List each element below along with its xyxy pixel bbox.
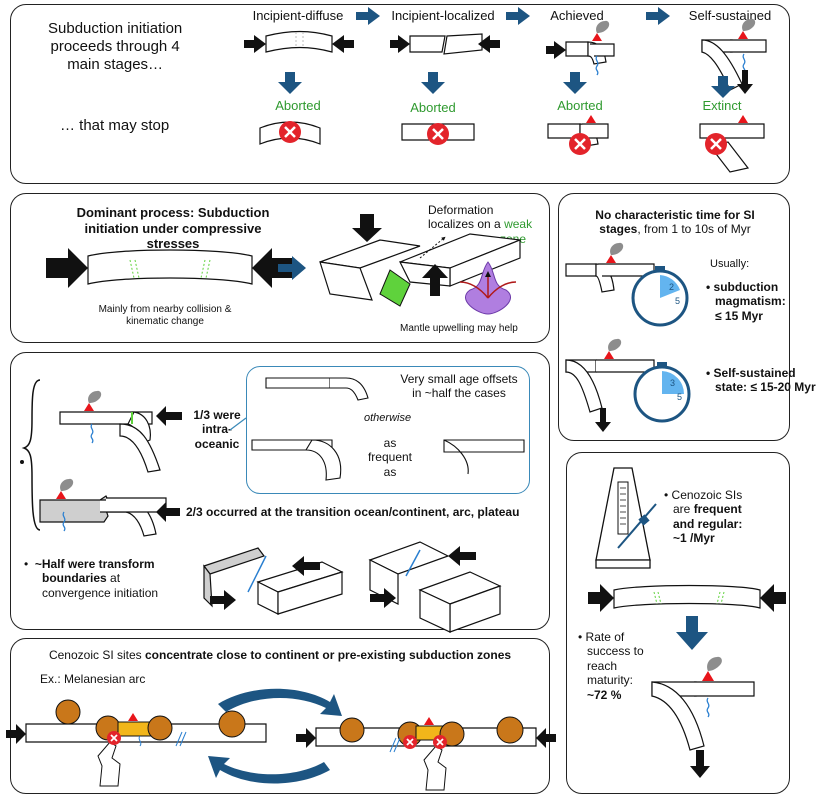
stopwatch-icon (631, 266, 689, 327)
transform-block-2 (368, 541, 502, 633)
transition-text: 2/3 occurred at the transition ocean/con… (186, 505, 520, 519)
outcome-aborted-3: Aborted (557, 98, 603, 113)
timer-plate-1 (565, 242, 655, 293)
magmatism-item: • subduction magmatism: ≤ 15 Myr (706, 280, 786, 323)
down-arrow-3 (563, 72, 587, 94)
callout-plates (229, 377, 525, 481)
stage-label-achieved: Achieved (550, 8, 604, 23)
arc-chain-left (6, 699, 267, 787)
stopwatch-icon-2 (633, 362, 691, 423)
down-arrow-1 (278, 72, 302, 94)
right-panel-left-arrow (588, 584, 614, 612)
down-arrow-2 (421, 72, 445, 94)
process-arrow (278, 256, 306, 280)
brace (21, 379, 41, 531)
left-push-arrow (46, 248, 88, 288)
right-panel-plate (613, 584, 761, 609)
block-diagram (319, 214, 521, 307)
cycle-arrow-top (218, 688, 342, 716)
example-label: Ex.: Melanesian arc (40, 672, 146, 686)
stage2-plate (390, 33, 500, 55)
callout-box (246, 366, 530, 494)
cycle-arrow-bottom (208, 756, 330, 784)
down-arrow-4 (711, 76, 735, 98)
timer1-digit-a: 2 (669, 282, 674, 292)
continent-plates (39, 478, 180, 537)
stop-text: … that may stop (60, 117, 170, 134)
self-sustained-item: • Self-sustained state: ≤ 15-20 Myr (706, 366, 816, 395)
stage-arrow-2 (506, 7, 530, 25)
success-text: • Rate of success to reach maturity: ~72… (578, 630, 644, 702)
timing-title: No characteristic time for SI stages, fr… (595, 208, 755, 237)
timer2-digit-b: 5 (677, 392, 682, 402)
stage1-plate (244, 30, 354, 53)
arc-chain-right (296, 716, 556, 791)
cenozoic-sites-title: Cenozoic SI sites concentrate close to c… (48, 648, 512, 662)
otherwise-text: otherwise (364, 412, 412, 424)
stage4-plate (701, 18, 767, 94)
deformation-text: Deformation localizes on a weak (428, 203, 533, 232)
mature-subduction (651, 656, 755, 778)
timer1-digit-b: 5 (675, 296, 680, 306)
metronome-icon (595, 467, 657, 569)
stages-panel (10, 4, 790, 184)
stage-label-incipient-diffuse: Incipient-diffuse (252, 8, 344, 23)
transform-text: • ~Half were transform boundaries at con… (24, 557, 159, 600)
frequency-panel (566, 452, 790, 794)
stage3-plate (546, 20, 615, 76)
cenozoic-sites-panel (10, 638, 550, 794)
stage-arrow-1 (356, 7, 380, 25)
usually-label: Usually: (710, 258, 750, 270)
transform-block-1 (203, 547, 344, 615)
stage-label-incipient-localized: Incipient-localized (391, 8, 495, 23)
right-push-arrow (252, 248, 294, 288)
timer-plate-2 (565, 338, 655, 432)
outcome-aborted-1: Aborted (275, 98, 321, 113)
success-down-arrow (676, 616, 708, 650)
timer2-digit-a: 3 (670, 378, 675, 388)
intra-oceanic-plates (59, 390, 182, 473)
compressed-plate (87, 249, 253, 285)
frequency-text: • Cenozoic SIs are frequent and regular:… (664, 488, 743, 546)
outcome-extinct: Extinct (702, 98, 742, 113)
mantle-caption: Mantle upwelling may help (400, 323, 518, 334)
right-panel-right-arrow (760, 584, 786, 612)
collision-caption: Mainly from nearby collision &kinematic … (98, 304, 232, 327)
outcome-aborted-2: Aborted (410, 100, 456, 115)
stage-arrow-3 (646, 7, 670, 25)
stop-icon (279, 121, 727, 155)
